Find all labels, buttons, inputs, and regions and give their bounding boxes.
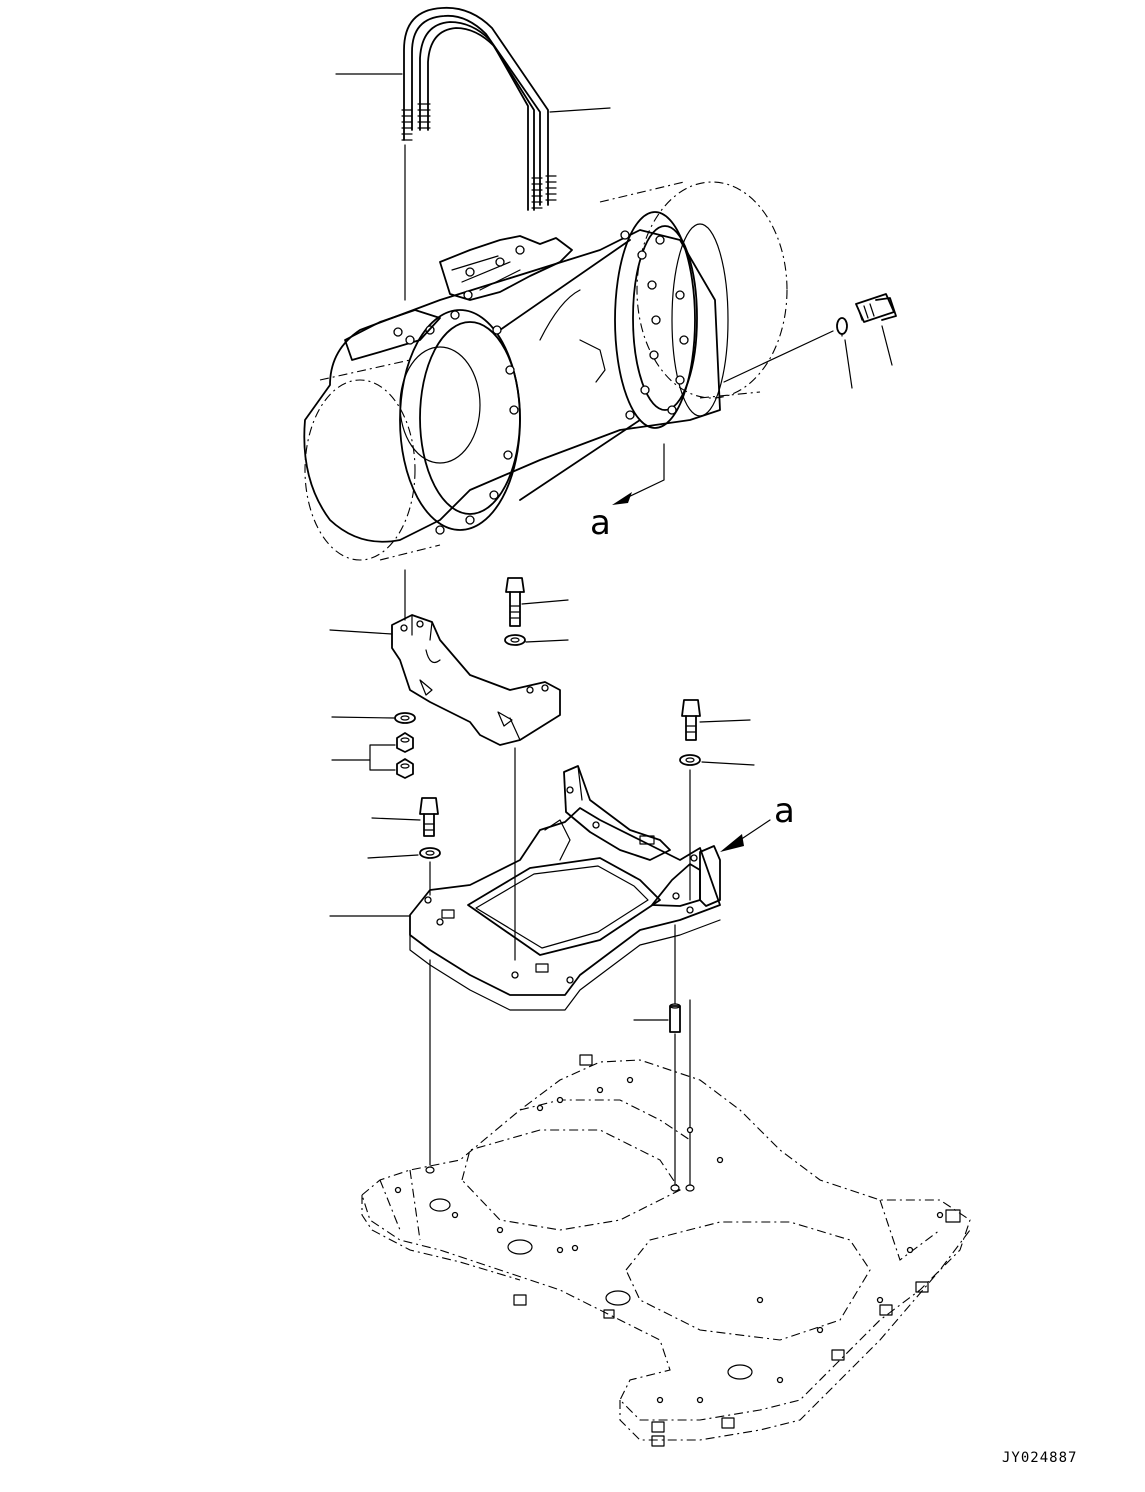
drawing-code: JY024887 [1002, 1450, 1077, 1466]
bracket-bolt [504, 577, 569, 646]
lower-mount-plate [409, 765, 721, 1011]
u-bolts [401, 6, 557, 211]
side-bolt-and-washer [723, 293, 897, 389]
phantom-frame [361, 1054, 971, 1447]
right-bolt [679, 699, 755, 766]
view-arrow-lower: a [720, 791, 795, 852]
leader-lines-bracket [329, 629, 393, 635]
leader-lines-plate [329, 747, 691, 961]
dowel-pin [429, 924, 691, 1186]
leader-lines-ubolts [335, 73, 611, 301]
left-fasteners [331, 712, 416, 779]
view-label-upper: a [590, 503, 611, 543]
lower-left-bolt [367, 797, 441, 859]
view-label-lower: a [774, 791, 795, 831]
motor-assembly [303, 181, 788, 561]
upper-mount-bracket [391, 569, 561, 746]
view-arrow-upper: a [590, 443, 665, 543]
